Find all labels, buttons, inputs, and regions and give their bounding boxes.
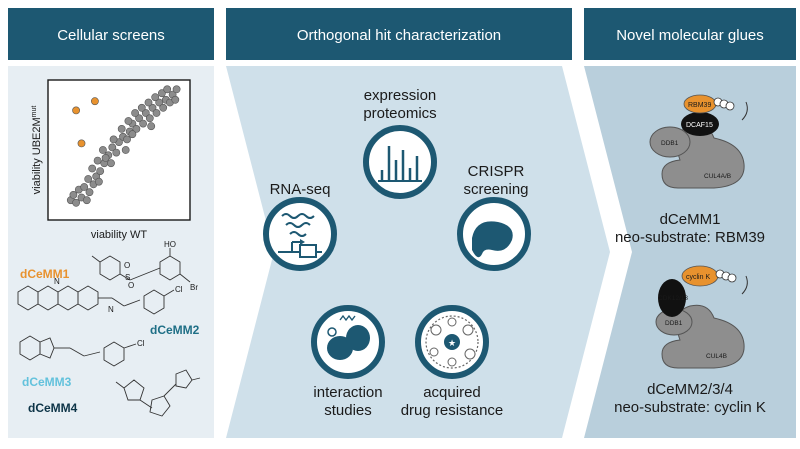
scatter-point bbox=[148, 103, 157, 112]
scatter-point bbox=[117, 124, 126, 133]
atom-cl2: Cl bbox=[137, 339, 145, 348]
scatter-hit-point bbox=[72, 106, 80, 115]
atom-ho: HO bbox=[164, 240, 176, 249]
scatter-hit-point bbox=[91, 97, 99, 106]
top-cullin-label: CUL4A/B bbox=[704, 173, 731, 180]
header-left-title: Cellular screens bbox=[57, 27, 165, 44]
scatter-point bbox=[139, 119, 147, 128]
scatter-point bbox=[131, 109, 139, 117]
scatter-point bbox=[128, 130, 137, 139]
scatter-point bbox=[107, 159, 115, 168]
icon-rnaseq bbox=[263, 197, 337, 271]
scatter-y-label: viability UBE2Mmut bbox=[31, 106, 43, 195]
scatter-point bbox=[109, 135, 118, 144]
svg-text:★: ★ bbox=[448, 338, 456, 348]
scatter-point bbox=[99, 146, 107, 154]
compound-label-dcemm1: dCeMM1 bbox=[20, 267, 70, 281]
atom-n2: N bbox=[108, 305, 114, 314]
scatter-point bbox=[85, 188, 94, 197]
scatter-point bbox=[84, 175, 93, 183]
top-glue-name: dCeMM1 bbox=[660, 211, 721, 228]
scatter-point bbox=[72, 198, 80, 207]
scatter-point bbox=[155, 98, 164, 107]
atom-br: Br bbox=[190, 283, 198, 292]
atom-cl1: Cl bbox=[175, 285, 183, 294]
scatter-point bbox=[80, 183, 89, 191]
scatter-point bbox=[82, 196, 91, 205]
atom-o2: O bbox=[128, 281, 134, 290]
scatter-point bbox=[108, 143, 117, 152]
top-adaptor-label: DCAF15 bbox=[686, 122, 713, 129]
bottom-substrate-label: cyclin K bbox=[686, 274, 710, 281]
complex-bottom: CUL4B DDB1 CDK12/13 cyclin K bbox=[655, 265, 748, 369]
header-right-title: Novel molecular glues bbox=[616, 27, 764, 44]
scatter-point bbox=[96, 167, 105, 175]
scatter-point bbox=[145, 114, 154, 123]
method-label-rnaseq: RNA-seq bbox=[270, 181, 331, 198]
bottom-ddb1-label: DDB1 bbox=[665, 320, 683, 327]
bottom-neo-substrate: neo-substrate: cyclin K bbox=[614, 399, 766, 416]
bottom-glue-name: dCeMM2/3/4 bbox=[647, 381, 733, 398]
scatter-x-label: viability WT bbox=[91, 229, 148, 241]
compound-label-dcemm3: dCeMM3 bbox=[22, 375, 72, 389]
compound-label-dcemm4: dCeMM4 bbox=[28, 401, 78, 415]
scatter-point bbox=[172, 85, 181, 94]
structure-dcemm1 bbox=[91, 248, 191, 283]
scatter-point bbox=[88, 164, 97, 173]
atom-s1: S bbox=[125, 273, 130, 282]
structure-dcemm4 bbox=[115, 369, 201, 417]
scatter-point bbox=[95, 177, 103, 186]
scatter-point bbox=[93, 156, 102, 165]
top-ddb1-label: DDB1 bbox=[661, 140, 679, 147]
scatter-points bbox=[66, 85, 181, 207]
icon-interaction bbox=[311, 305, 385, 379]
compound-label-dcemm2: dCeMM2 bbox=[150, 323, 200, 337]
scatter-point bbox=[112, 148, 121, 157]
scatter-point bbox=[171, 95, 180, 104]
top-substrate-label: RBM39 bbox=[688, 102, 711, 109]
compound-structures bbox=[17, 248, 201, 417]
scatter-point bbox=[137, 103, 146, 112]
scatter-hit-point bbox=[77, 139, 86, 148]
complex-top: CUL4A/B DDB1 DCAF15 RBM39 bbox=[649, 94, 748, 189]
atom-o1: O bbox=[124, 261, 130, 270]
atom-n1: N bbox=[54, 277, 60, 286]
icon-resistance: ★ bbox=[415, 305, 489, 379]
structure-dcemm3 bbox=[19, 335, 137, 367]
scatter-point bbox=[159, 103, 168, 112]
scatter-point bbox=[141, 109, 150, 117]
structure-dcemm2 bbox=[17, 285, 175, 315]
bottom-cullin-label: CUL4B bbox=[706, 353, 727, 360]
scatter-point bbox=[135, 114, 143, 123]
scatter-point bbox=[101, 153, 110, 162]
header-left-bg bbox=[8, 8, 214, 60]
scatter-point bbox=[144, 98, 153, 107]
scatter-point bbox=[132, 124, 141, 133]
scatter-point bbox=[152, 109, 161, 117]
scatter-point bbox=[163, 85, 172, 94]
scatter-point bbox=[69, 190, 78, 199]
icon-proteomics bbox=[363, 125, 437, 199]
scatter-point bbox=[157, 89, 166, 98]
scatter-point bbox=[124, 117, 133, 125]
scatter-point bbox=[147, 122, 156, 131]
scatter-point bbox=[151, 93, 160, 102]
header-middle-title: Orthogonal hit characterization bbox=[297, 27, 501, 44]
scatter-point bbox=[121, 146, 130, 154]
header-right-bg bbox=[584, 8, 796, 60]
scatter-point bbox=[123, 135, 131, 144]
icon-crispr bbox=[457, 197, 531, 271]
scatter-plot: viability UBE2Mmut viability WT bbox=[31, 79, 191, 241]
atom-labels: HO O O S Br Cl Cl N N bbox=[54, 240, 198, 348]
header-middle-bg bbox=[226, 8, 572, 60]
top-neo-substrate: neo-substrate: RBM39 bbox=[615, 229, 765, 246]
bottom-adaptor-label: CDK12/13 bbox=[658, 295, 688, 302]
